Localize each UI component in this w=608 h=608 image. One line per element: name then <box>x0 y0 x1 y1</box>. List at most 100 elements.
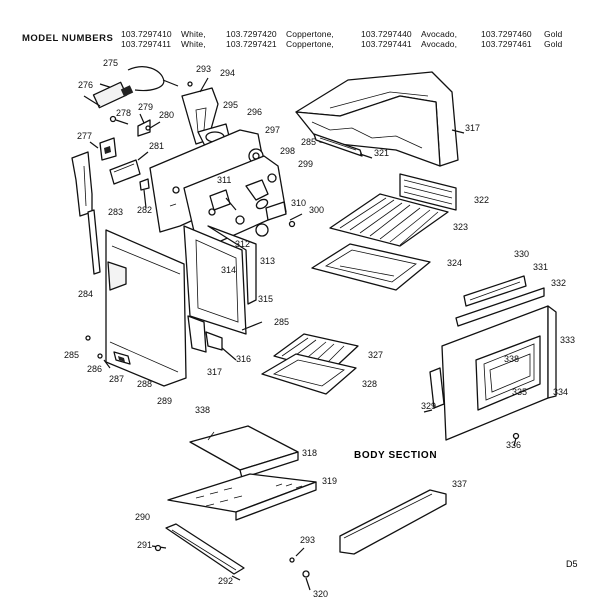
callout-c275: 275 <box>103 58 118 68</box>
model-color: Coppertone, <box>286 39 334 49</box>
callout-c328: 328 <box>362 379 377 389</box>
callout-c288: 288 <box>137 379 152 389</box>
bottom-panel-part-319 <box>167 473 317 521</box>
cover-part-281 <box>109 151 149 185</box>
callout-c310: 310 <box>291 198 306 208</box>
callout-c289: 289 <box>157 396 172 406</box>
model-number: 103.7297460 <box>481 29 532 39</box>
callout-c336: 336 <box>506 440 521 450</box>
kick-strip-part-290 <box>151 523 245 581</box>
model-color: Avocado, <box>421 39 458 49</box>
callout-c314: 314 <box>221 265 236 275</box>
callout-c284: 284 <box>78 289 93 299</box>
callout-c285b: 285 <box>274 317 289 327</box>
model-color: Coppertone, <box>286 29 334 39</box>
door-strip-part-330 <box>463 275 527 307</box>
oven-rack-part-323 <box>329 193 449 247</box>
hinge-part-287 <box>85 335 131 369</box>
callout-c298: 298 <box>280 146 295 156</box>
callout-c299: 299 <box>298 159 313 169</box>
terminal-block-part-279 <box>137 113 151 137</box>
model-number: 103.7297420 <box>226 29 277 39</box>
callout-c279: 279 <box>138 102 153 112</box>
side-panel-part-289 <box>105 229 187 387</box>
callout-c316: 316 <box>236 354 251 364</box>
rack-support-part-322 <box>399 173 457 211</box>
callout-c338a: 338 <box>504 354 519 364</box>
hinge-part-329 <box>423 367 445 413</box>
callout-c312: 312 <box>235 239 250 249</box>
oven-liner-part-315 <box>183 225 263 335</box>
page-code: D5 <box>566 559 578 569</box>
valve-part-310 <box>265 201 303 228</box>
model-number: 103.7297440 <box>361 29 412 39</box>
callout-c329: 329 <box>421 401 436 411</box>
callout-c335: 335 <box>512 387 527 397</box>
callout-c323: 323 <box>453 222 468 232</box>
model-number: 103.7297441 <box>361 39 412 49</box>
callout-c282: 282 <box>137 205 152 215</box>
model-number: 103.7297410 <box>121 29 172 39</box>
screw-part-293b <box>289 547 311 591</box>
model-color: White, <box>181 29 206 39</box>
door-gasket-part-338 <box>489 353 531 393</box>
callout-c324: 324 <box>447 258 462 268</box>
clip-part-282 <box>139 178 150 209</box>
inner-panel-part-299 <box>183 155 287 245</box>
model-color: Avocado, <box>421 29 458 39</box>
callout-c296: 296 <box>247 107 262 117</box>
callout-c278: 278 <box>116 108 131 118</box>
callout-c285a: 285 <box>301 137 316 147</box>
callout-c290: 290 <box>135 512 150 522</box>
oven-door-part-332 <box>441 305 557 441</box>
callout-c277: 277 <box>77 131 92 141</box>
callout-c313: 313 <box>260 256 275 266</box>
screw-part-336 <box>512 432 520 447</box>
callout-c300: 300 <box>309 205 324 215</box>
callout-c330: 330 <box>514 249 529 259</box>
callout-c318: 318 <box>302 448 317 458</box>
model-numbers-title: MODEL NUMBERS <box>22 33 114 44</box>
callout-c287: 287 <box>109 374 124 384</box>
callout-c285c: 285 <box>64 350 79 360</box>
power-cord-part-276 <box>83 66 179 109</box>
clip-part-280 <box>145 121 161 131</box>
callout-c331: 331 <box>533 262 548 272</box>
model-number: 103.7297421 <box>226 39 277 49</box>
callout-c286: 286 <box>87 364 102 374</box>
callout-c315: 315 <box>258 294 273 304</box>
callout-c321: 321 <box>374 148 389 158</box>
broiler-pan-part-328 <box>261 353 357 395</box>
callout-c320: 320 <box>313 589 328 599</box>
model-color: Gold <box>544 29 563 39</box>
callout-c338b: 338 <box>195 405 210 415</box>
model-number: 103.7297461 <box>481 39 532 49</box>
callout-c280: 280 <box>159 110 174 120</box>
callout-c295: 295 <box>223 100 238 110</box>
callout-c291: 291 <box>137 540 152 550</box>
bracket-part-316 <box>187 315 237 361</box>
callout-c334: 334 <box>553 387 568 397</box>
callout-c293a: 293 <box>196 64 211 74</box>
side-bracket-part-283 <box>71 151 93 217</box>
callout-c294: 294 <box>220 68 235 78</box>
callout-c322: 322 <box>474 195 489 205</box>
screw-part-278 <box>109 115 129 125</box>
callout-c317a: 317 <box>465 123 480 133</box>
callout-c293b: 293 <box>300 535 315 545</box>
model-color: White, <box>181 39 206 49</box>
callout-c297: 297 <box>265 125 280 135</box>
trim-strip-part-284 <box>87 209 101 275</box>
callout-c276: 276 <box>78 80 93 90</box>
bottom-tray-part-318 <box>189 425 299 479</box>
burner-part-311 <box>209 189 269 237</box>
front-lip-part-321 <box>313 133 373 159</box>
model-color: Gold <box>544 39 563 49</box>
bracket-part-277 <box>89 137 117 161</box>
callout-c327: 327 <box>368 350 383 360</box>
callout-c332: 332 <box>551 278 566 288</box>
callout-c337: 337 <box>452 479 467 489</box>
